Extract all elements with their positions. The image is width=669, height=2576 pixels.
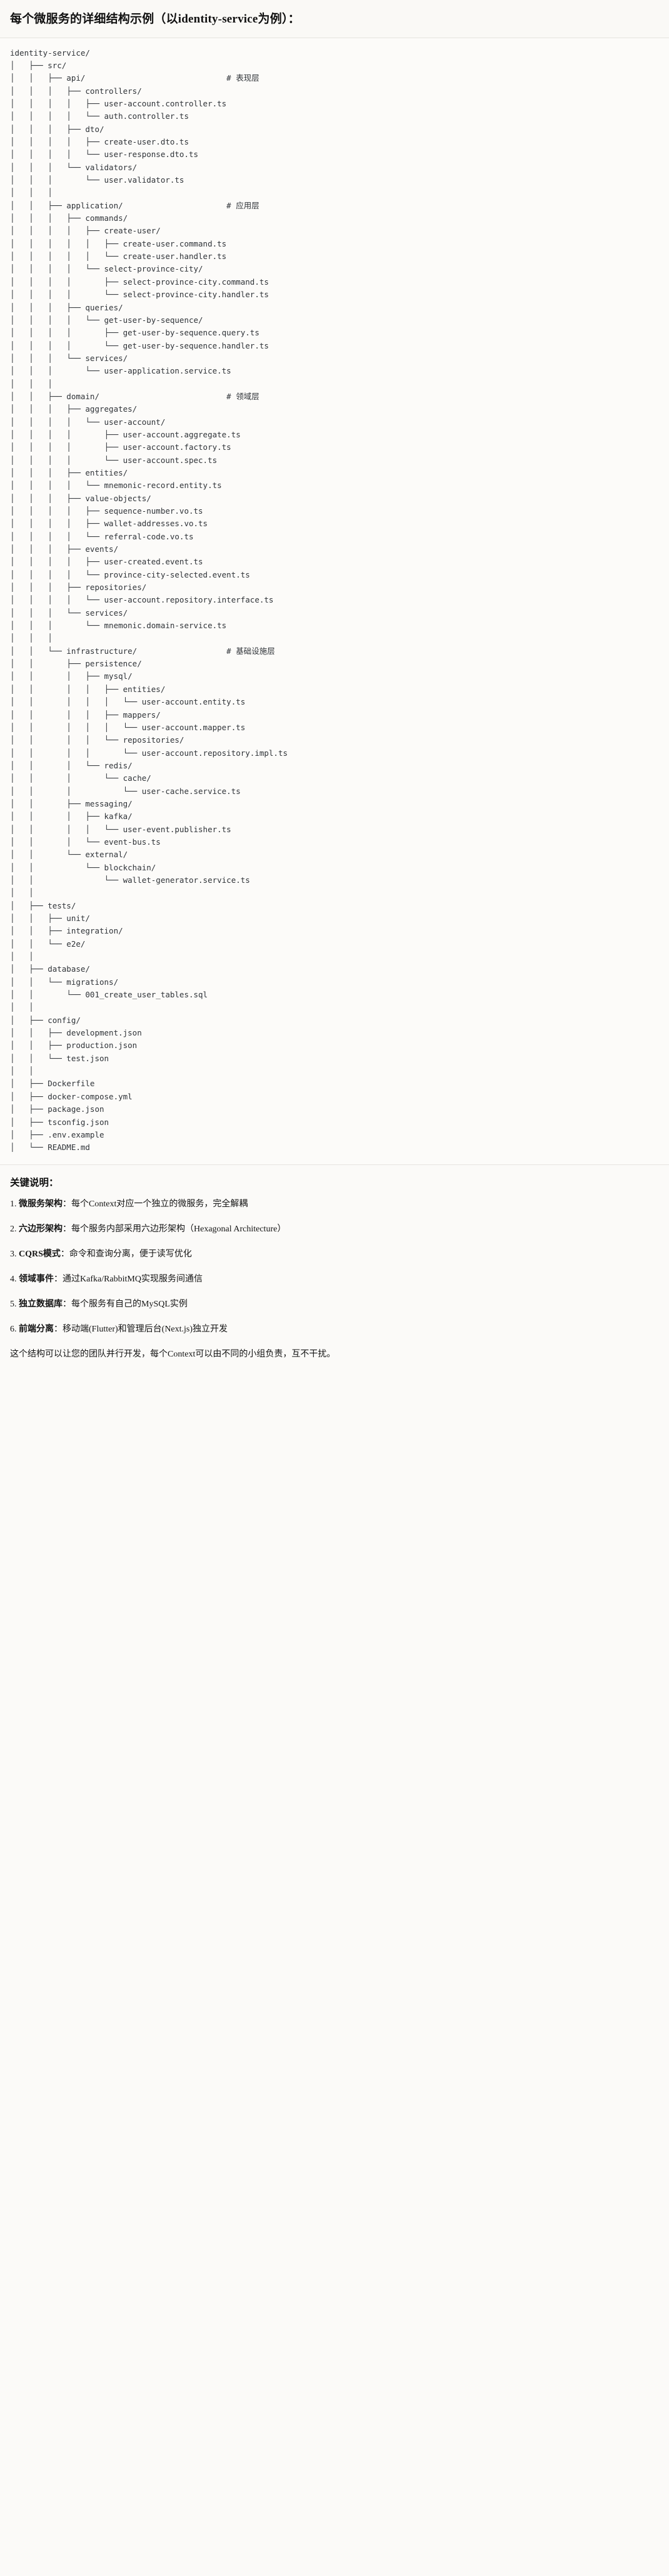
key-note-description: 命令和查询分离，便于读写优化 [69, 1249, 192, 1259]
key-note-description: 每个服务有自己的MySQL实例 [71, 1299, 188, 1309]
page-title: 每个微服务的详细结构示例（以identity-service为例）： [10, 13, 300, 26]
key-note-item: 前端分离：移动端(Flutter)和管理后台(Next.js)独立开发 [10, 1323, 659, 1336]
key-note-item: 六边形架构：每个服务内部采用六边形架构（Hexagonal Architectu… [10, 1223, 659, 1236]
key-note-term: 六边形架构 [19, 1224, 63, 1234]
key-note-separator: ： [63, 1199, 71, 1209]
directory-tree-section: identity-service/ │ ├── src/ │ │ ├── api… [0, 38, 669, 1165]
key-note-term: 独立数据库 [19, 1299, 63, 1309]
document-page: 每个微服务的详细结构示例（以identity-service为例）： ident… [0, 0, 669, 1381]
key-note-description: 每个Context对应一个独立的微服务，完全解耦 [71, 1199, 248, 1209]
key-note-description: 每个服务内部采用六边形架构（Hexagonal Architecture） [71, 1224, 286, 1234]
key-note-separator: ： [63, 1224, 71, 1234]
footer-spacer [0, 1368, 669, 1382]
closing-paragraph: 这个结构可以让您的团队并行开发，每个Context可以由不同的小组负责，互不干扰… [10, 1349, 336, 1359]
key-note-separator: ： [63, 1299, 71, 1309]
key-notes-section: 关键说明： 微服务架构：每个Context对应一个独立的微服务，完全解耦 六边形… [0, 1164, 669, 1369]
key-notes-list: 微服务架构：每个Context对应一个独立的微服务，完全解耦 六边形架构：每个服… [10, 1198, 659, 1336]
key-note-separator: ： [54, 1324, 63, 1334]
key-note-term: 前端分离 [19, 1324, 54, 1334]
key-note-item: 独立数据库：每个服务有自己的MySQL实例 [10, 1298, 659, 1311]
key-note-item: 微服务架构：每个Context对应一个独立的微服务，完全解耦 [10, 1198, 659, 1211]
key-note-term: CQRS模式 [19, 1249, 61, 1259]
key-note-term: 领域事件 [19, 1274, 54, 1284]
key-note-item: CQRS模式：命令和查询分离，便于读写优化 [10, 1248, 659, 1261]
key-note-term: 微服务架构 [19, 1199, 63, 1209]
key-note-separator: ： [60, 1249, 69, 1259]
key-note-description: 移动端(Flutter)和管理后台(Next.js)独立开发 [63, 1324, 228, 1334]
key-note-description: 通过Kafka/RabbitMQ实现服务间通信 [63, 1274, 203, 1284]
key-note-item: 领域事件：通过Kafka/RabbitMQ实现服务间通信 [10, 1273, 659, 1286]
key-notes-heading: 关键说明： [10, 1177, 59, 1188]
title-section: 每个微服务的详细结构示例（以identity-service为例）： [0, 0, 669, 38]
directory-tree: identity-service/ │ ├── src/ │ │ ├── api… [10, 48, 288, 1153]
key-note-separator: ： [54, 1274, 63, 1284]
